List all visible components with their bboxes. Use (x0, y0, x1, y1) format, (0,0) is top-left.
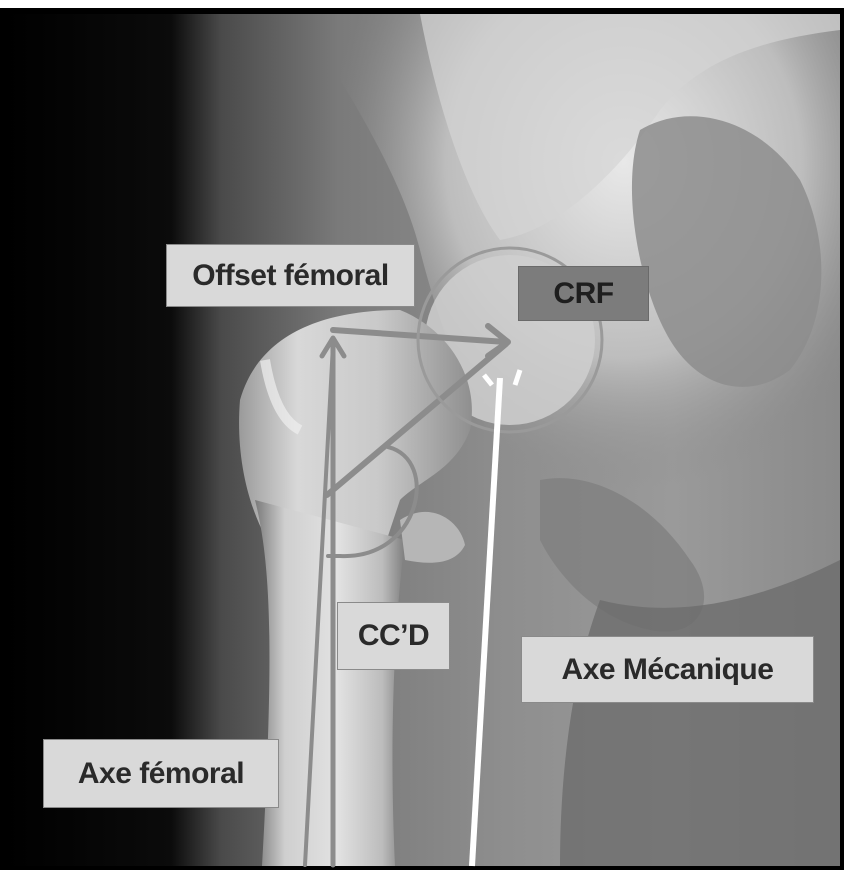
label-crf: CRF (518, 266, 649, 321)
label-ccd: CC’D (337, 602, 450, 670)
label-axe-mecanique: Axe Mécanique (521, 636, 814, 703)
label-offset-femoral: Offset fémoral (166, 244, 415, 307)
label-axe-femoral: Axe fémoral (43, 739, 279, 808)
